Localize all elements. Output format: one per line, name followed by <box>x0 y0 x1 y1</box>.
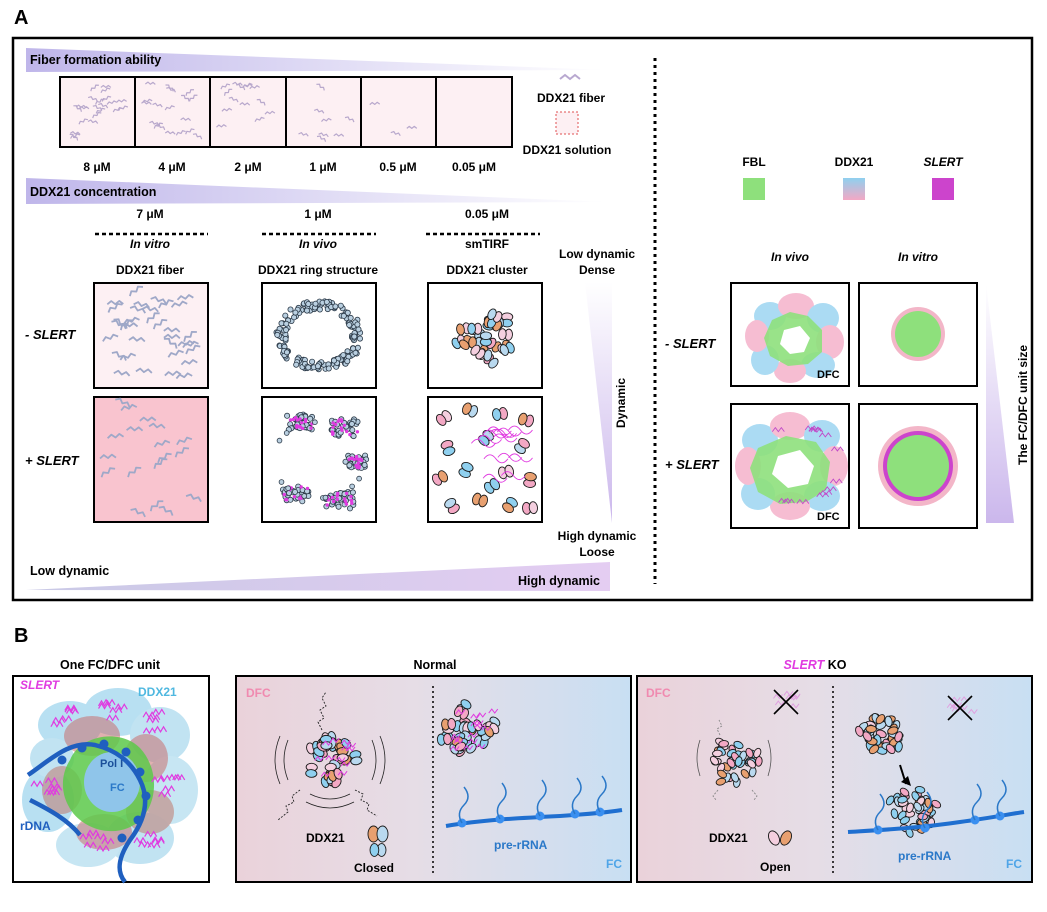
ddx21-cluster-loose <box>431 402 538 515</box>
rdna-label: rDNA <box>20 819 51 833</box>
conc-label: 8 μM <box>83 160 110 174</box>
low-dynamic-bottom: Low dynamic <box>30 564 109 578</box>
unit-ddx21-label: DDX21 <box>138 685 177 699</box>
right-row-minus: - SLERT <box>665 336 716 351</box>
ddx21-cluster-top <box>855 713 904 755</box>
legend-fiber: DDX21 fiber <box>537 91 605 105</box>
closed-label: Closed <box>354 861 394 875</box>
fbl-swatch <box>743 178 765 200</box>
ddx21-cluster-slert <box>436 699 501 758</box>
high-dynamic-right: High dynamic <box>518 574 600 588</box>
motion-arcs <box>274 691 389 857</box>
conc-label: 0.5 μM <box>379 160 416 174</box>
normal-ddx21-label: DDX21 <box>306 831 345 845</box>
fiber-legend-icon <box>559 73 581 81</box>
col-method: smTIRF <box>465 237 509 251</box>
row-plus-slert: + SLERT <box>25 453 80 468</box>
ddx21-closed-cluster <box>305 731 363 789</box>
pre-rrna-strand <box>847 764 1025 835</box>
droplet-minus-core <box>895 311 941 357</box>
col-title: DDX21 cluster <box>446 263 528 277</box>
unit-size-label: The FC/DFC unit size <box>1016 345 1030 465</box>
ddx21-open-cluster <box>696 719 792 846</box>
unit-slert-label: SLERT <box>20 678 61 692</box>
solution-legend-icon <box>555 111 579 135</box>
fiber-ability-wedge <box>26 48 608 72</box>
dfc-unit-plus: DFC <box>735 412 848 523</box>
normal-fc-label: FC <box>606 857 622 871</box>
row-minus-slert: - SLERT <box>25 327 76 342</box>
panel-a-frame <box>11 36 1034 602</box>
ddx21-conc-label: DDX21 concentration <box>30 185 156 199</box>
col-conc: 7 μM <box>136 207 163 221</box>
col-method: In vitro <box>130 237 170 251</box>
ko-ddx21-label: DDX21 <box>709 831 748 845</box>
dfc-label: DFC <box>817 511 840 523</box>
legend-slert: SLERT <box>923 155 964 169</box>
bottom-dynamic-wedge <box>26 562 610 591</box>
normal-dfc-label: DFC <box>246 686 271 700</box>
conc-label: 2 μM <box>234 160 261 174</box>
ddx21-cluster-dense <box>451 308 515 369</box>
fibers-sparse <box>99 397 202 518</box>
right-row-plus: + SLERT <box>665 457 720 472</box>
fiber-box-plus <box>93 396 209 523</box>
normal-title: Normal <box>413 658 456 672</box>
conc-label: 0.05 μM <box>452 160 496 174</box>
col-title: DDX21 ring structure <box>258 263 378 277</box>
fiber-squiggles-8uM <box>69 84 129 141</box>
normal-pre-rrna-label: pre-rRNA <box>494 838 548 852</box>
fc-label: FC <box>110 782 125 794</box>
pol-label: Pol I <box>100 758 123 770</box>
high-dynamic-bottom: High dynamic <box>558 529 637 543</box>
low-dynamic-top: Low dynamic <box>559 247 635 261</box>
fc-dfc-unit-illustration: Pol I FC SLERT DDX21 rDNA <box>20 678 198 884</box>
dfc-unit-minus: DFC <box>745 293 844 383</box>
dense-label: Dense <box>579 263 615 277</box>
loose-label: Loose <box>579 545 615 559</box>
ddx21-cluster-on-rna <box>885 786 942 838</box>
ko-pre-rrna-label: pre-rRNA <box>898 849 952 863</box>
fiber-squiggles-2uM <box>216 81 276 128</box>
slert-swatch <box>932 178 954 200</box>
dynamic-triangle <box>585 282 612 523</box>
fiber-ability-label: Fiber formation ability <box>30 53 161 67</box>
panel-a-label: A <box>14 7 28 29</box>
ddx21-swatch <box>843 178 865 200</box>
ddx21-ring <box>273 298 364 373</box>
droplet-plus-core <box>887 435 949 497</box>
legend-fbl: FBL <box>742 155 765 169</box>
ko-dfc-label: DFC <box>646 686 671 700</box>
panel-b-label: B <box>14 625 28 647</box>
right-method-invitro: In vitro <box>898 250 938 264</box>
legend-ddx21: DDX21 <box>835 155 874 169</box>
legend-solution: DDX21 solution <box>523 143 612 157</box>
ddx21-ring-slert <box>276 411 370 512</box>
dfc-label: DFC <box>817 369 840 381</box>
fiber-squiggles-4uM <box>141 81 203 140</box>
fiber-squiggles-0.5uM <box>369 101 418 137</box>
ko-title: SLERT KO <box>784 658 847 672</box>
col-method: In vivo <box>299 237 337 251</box>
unit-size-triangle <box>986 283 1014 523</box>
pre-rrna-strand <box>445 775 623 828</box>
ko-fc-label: FC <box>1006 857 1022 871</box>
unit-title: One FC/DFC unit <box>60 658 161 672</box>
col-conc: 1 μM <box>304 207 331 221</box>
conc-label: 4 μM <box>158 160 185 174</box>
ddx21-conc-wedge <box>26 178 608 204</box>
col-title: DDX21 fiber <box>116 263 184 277</box>
fibers-dense <box>102 285 201 380</box>
fiber-squiggles-1uM <box>298 83 355 142</box>
conc-label: 1 μM <box>309 160 336 174</box>
open-label: Open <box>760 860 791 874</box>
ko-frame <box>636 675 1033 883</box>
dynamic-axis-label: Dynamic <box>614 378 628 428</box>
fiber-series <box>59 76 513 148</box>
ko-annotations <box>773 689 978 721</box>
right-method-invivo: In vivo <box>771 250 809 264</box>
col-conc: 0.05 μM <box>465 207 509 221</box>
